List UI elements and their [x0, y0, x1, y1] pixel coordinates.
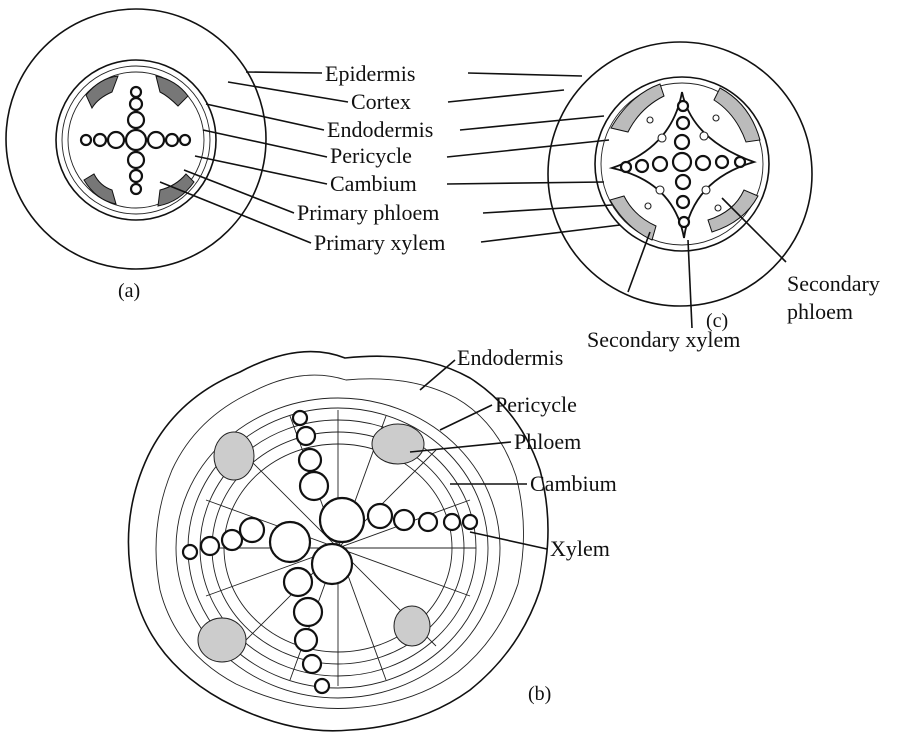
label-secondary-phloem: phloem: [787, 299, 853, 324]
label-primary-xylem: Primary xylem: [314, 230, 445, 255]
label-b-phloem: Phloem: [514, 429, 581, 454]
label-b-pericycle: Pericycle: [495, 392, 577, 417]
c-epidermis-outline: [548, 42, 812, 306]
label-b-xylem: Xylem: [550, 536, 610, 561]
panel-a-label: (a): [118, 280, 140, 302]
c-phloem-crescent: [611, 84, 664, 132]
a-phloem-patch: [156, 76, 188, 106]
label-secondary-xylem: Secondary xylem: [587, 327, 740, 352]
label-secondary: Secondary: [787, 271, 880, 296]
label-b-cambium: Cambium: [530, 471, 617, 496]
diagram-c: [548, 42, 812, 328]
label-cortex: Cortex: [351, 89, 411, 114]
a-xylem-cross: [81, 87, 190, 194]
a-phloem-patch: [86, 76, 118, 108]
diagram-a: [6, 9, 266, 269]
label-primary-phloem: Primary phloem: [297, 200, 439, 225]
label-endodermis: Endodermis: [327, 117, 433, 142]
c-xylem-vessels: [621, 101, 745, 227]
label-pericycle: Pericycle: [330, 143, 412, 168]
label-b-endodermis: Endodermis: [457, 345, 563, 370]
label-epidermis: Epidermis: [325, 61, 415, 86]
labels-b: Endodermis Pericycle Phloem Cambium Xyle…: [457, 345, 617, 561]
label-cambium: Cambium: [330, 171, 417, 196]
leaders-c: [447, 73, 620, 242]
panel-b-label: (b): [528, 683, 551, 705]
labels-a: Epidermis Cortex Endodermis Pericycle Ca…: [297, 61, 445, 255]
